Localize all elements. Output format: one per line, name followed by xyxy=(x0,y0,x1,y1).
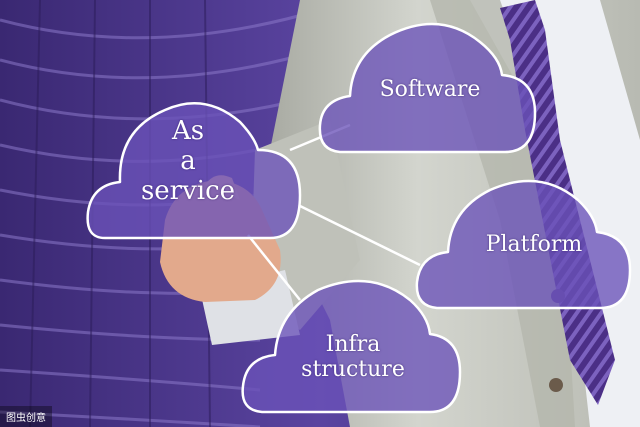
cloud-platform-label: Platform xyxy=(485,232,583,257)
cloud-label-line: service xyxy=(140,176,236,206)
cloud-shape-software xyxy=(318,22,537,154)
cloud-software-label: Software xyxy=(379,77,481,102)
jacket-button xyxy=(549,378,563,392)
cloud-label-line: Infra xyxy=(325,332,381,357)
cloud-as-a-service: As a service xyxy=(118,116,258,206)
cloud-label-line: a xyxy=(180,146,196,176)
cloud-shape-platform xyxy=(415,179,632,310)
cloud-infrastructure: Infra structure xyxy=(268,332,438,382)
cloud-shape-center xyxy=(86,102,302,240)
cloud-label-line: structure xyxy=(301,357,405,382)
cloud-label-line: As xyxy=(171,116,205,146)
watermark: 图虫创意 xyxy=(0,406,52,427)
cloud-shape-infra xyxy=(241,279,462,414)
